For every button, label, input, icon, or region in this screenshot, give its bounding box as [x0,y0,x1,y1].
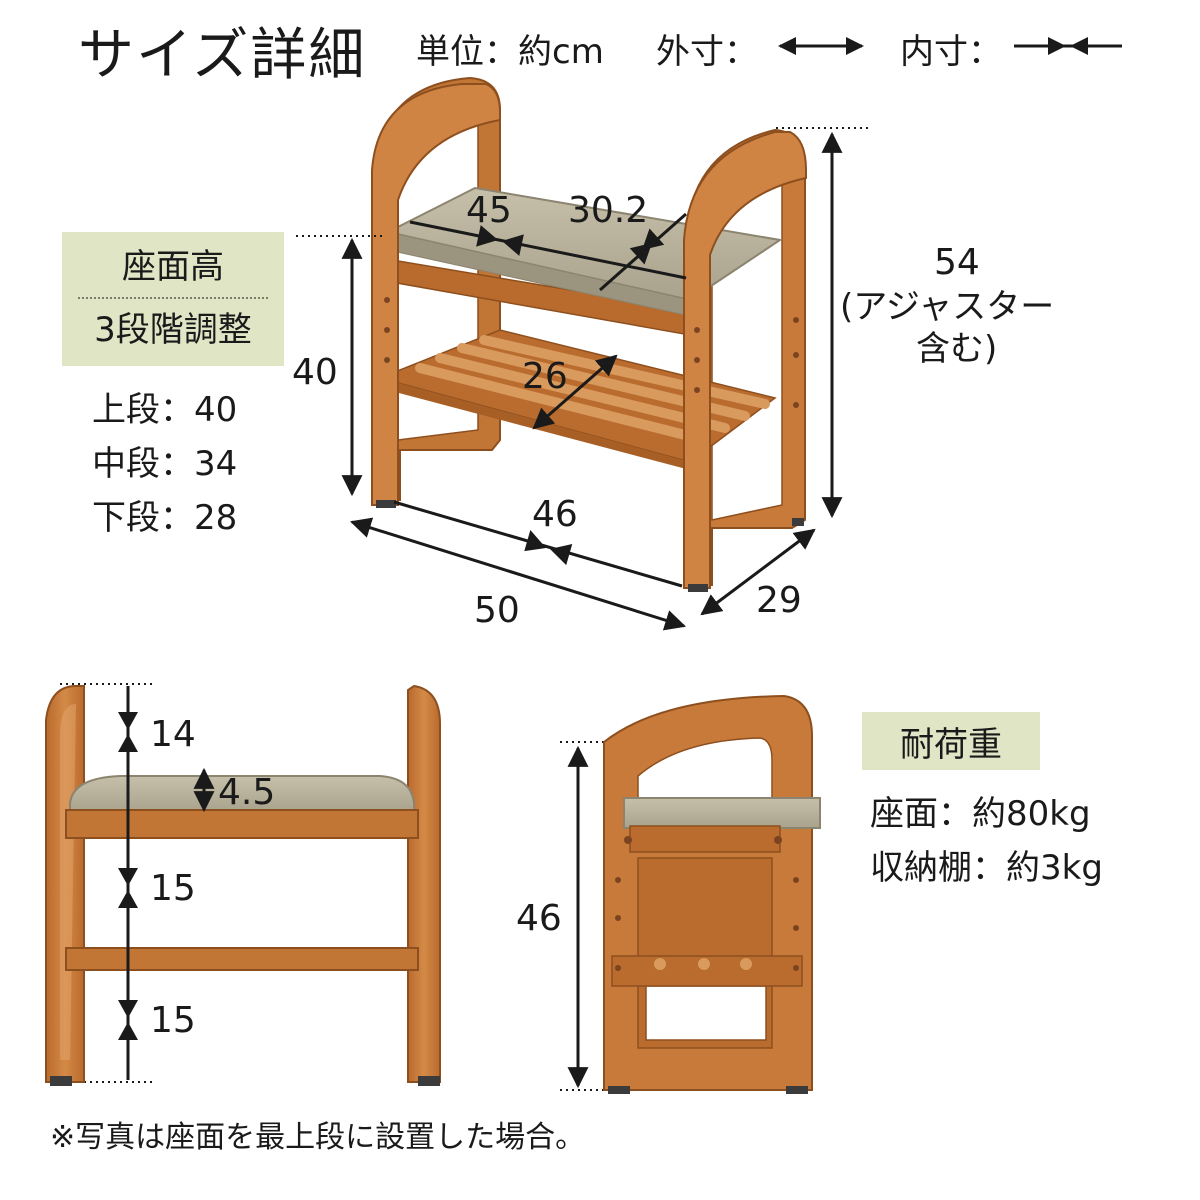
seat-level-lower: 下段：28 [92,498,238,538]
seat-height-box: 座面高 3段階調整 [62,232,284,366]
front-view-arrow-heads [118,712,138,1040]
dim-seat-depth: 30.2 [568,190,648,231]
seat-load: 座面：約80kg [870,794,1091,834]
dim-total-width: 50 [474,590,520,631]
seat-level-upper: 上段：40 [92,390,238,430]
dim-total-height: 54 [934,242,980,283]
inner-dimension-legend-arrow [1014,37,1122,55]
dim-total-height-note-2: 含む) [916,329,997,369]
dim-seat-height: 40 [292,352,338,393]
dim-side-height: 46 [516,898,562,939]
inner-dimension-label: 内寸： [900,32,1002,72]
dim-armrest-above-seat: 14 [150,714,196,755]
footnote: ※写真は座面を最上段に設置した場合。 [50,1120,586,1155]
page-title: サイズ詳細 [78,23,367,88]
unit-label: 単位：約cm [416,32,604,72]
dim-total-depth: 29 [756,580,802,621]
dim-shelf-depth: 26 [522,356,568,397]
dim-seat-to-bar: 15 [150,868,196,909]
shelf-depth-arrow [532,354,618,430]
load-capacity-title: 耐荷重 [900,724,1002,765]
total-depth-arrow [700,528,816,616]
dim-total-height-note-1: (アジャスター [840,287,1054,327]
bench-front-view [45,684,441,1086]
seat-level-middle: 中段：34 [92,444,238,484]
dim-bar-to-floor: 15 [150,1000,196,1041]
guide-lines [60,127,870,1091]
bench-side-view [603,694,821,1094]
dim-seat-width: 45 [466,190,512,231]
inner-arrow-heads [476,225,665,566]
seat-height-subtitle: 3段階調整 [94,310,252,350]
seat-width-arrow [409,220,687,280]
dim-inner-width: 46 [532,494,578,535]
seat-height-divider [78,297,268,299]
outer-dimension-legend-arrow [778,37,864,55]
dim-cushion-thickness: 4.5 [218,772,275,813]
seat-height-title: 座面高 [122,247,224,287]
shelf-load: 収納棚：約3kg [870,848,1103,888]
outer-dimension-label: 外寸： [656,32,758,72]
load-capacity-box: 耐荷重 [862,712,1040,770]
total-width-arrow [349,517,687,631]
